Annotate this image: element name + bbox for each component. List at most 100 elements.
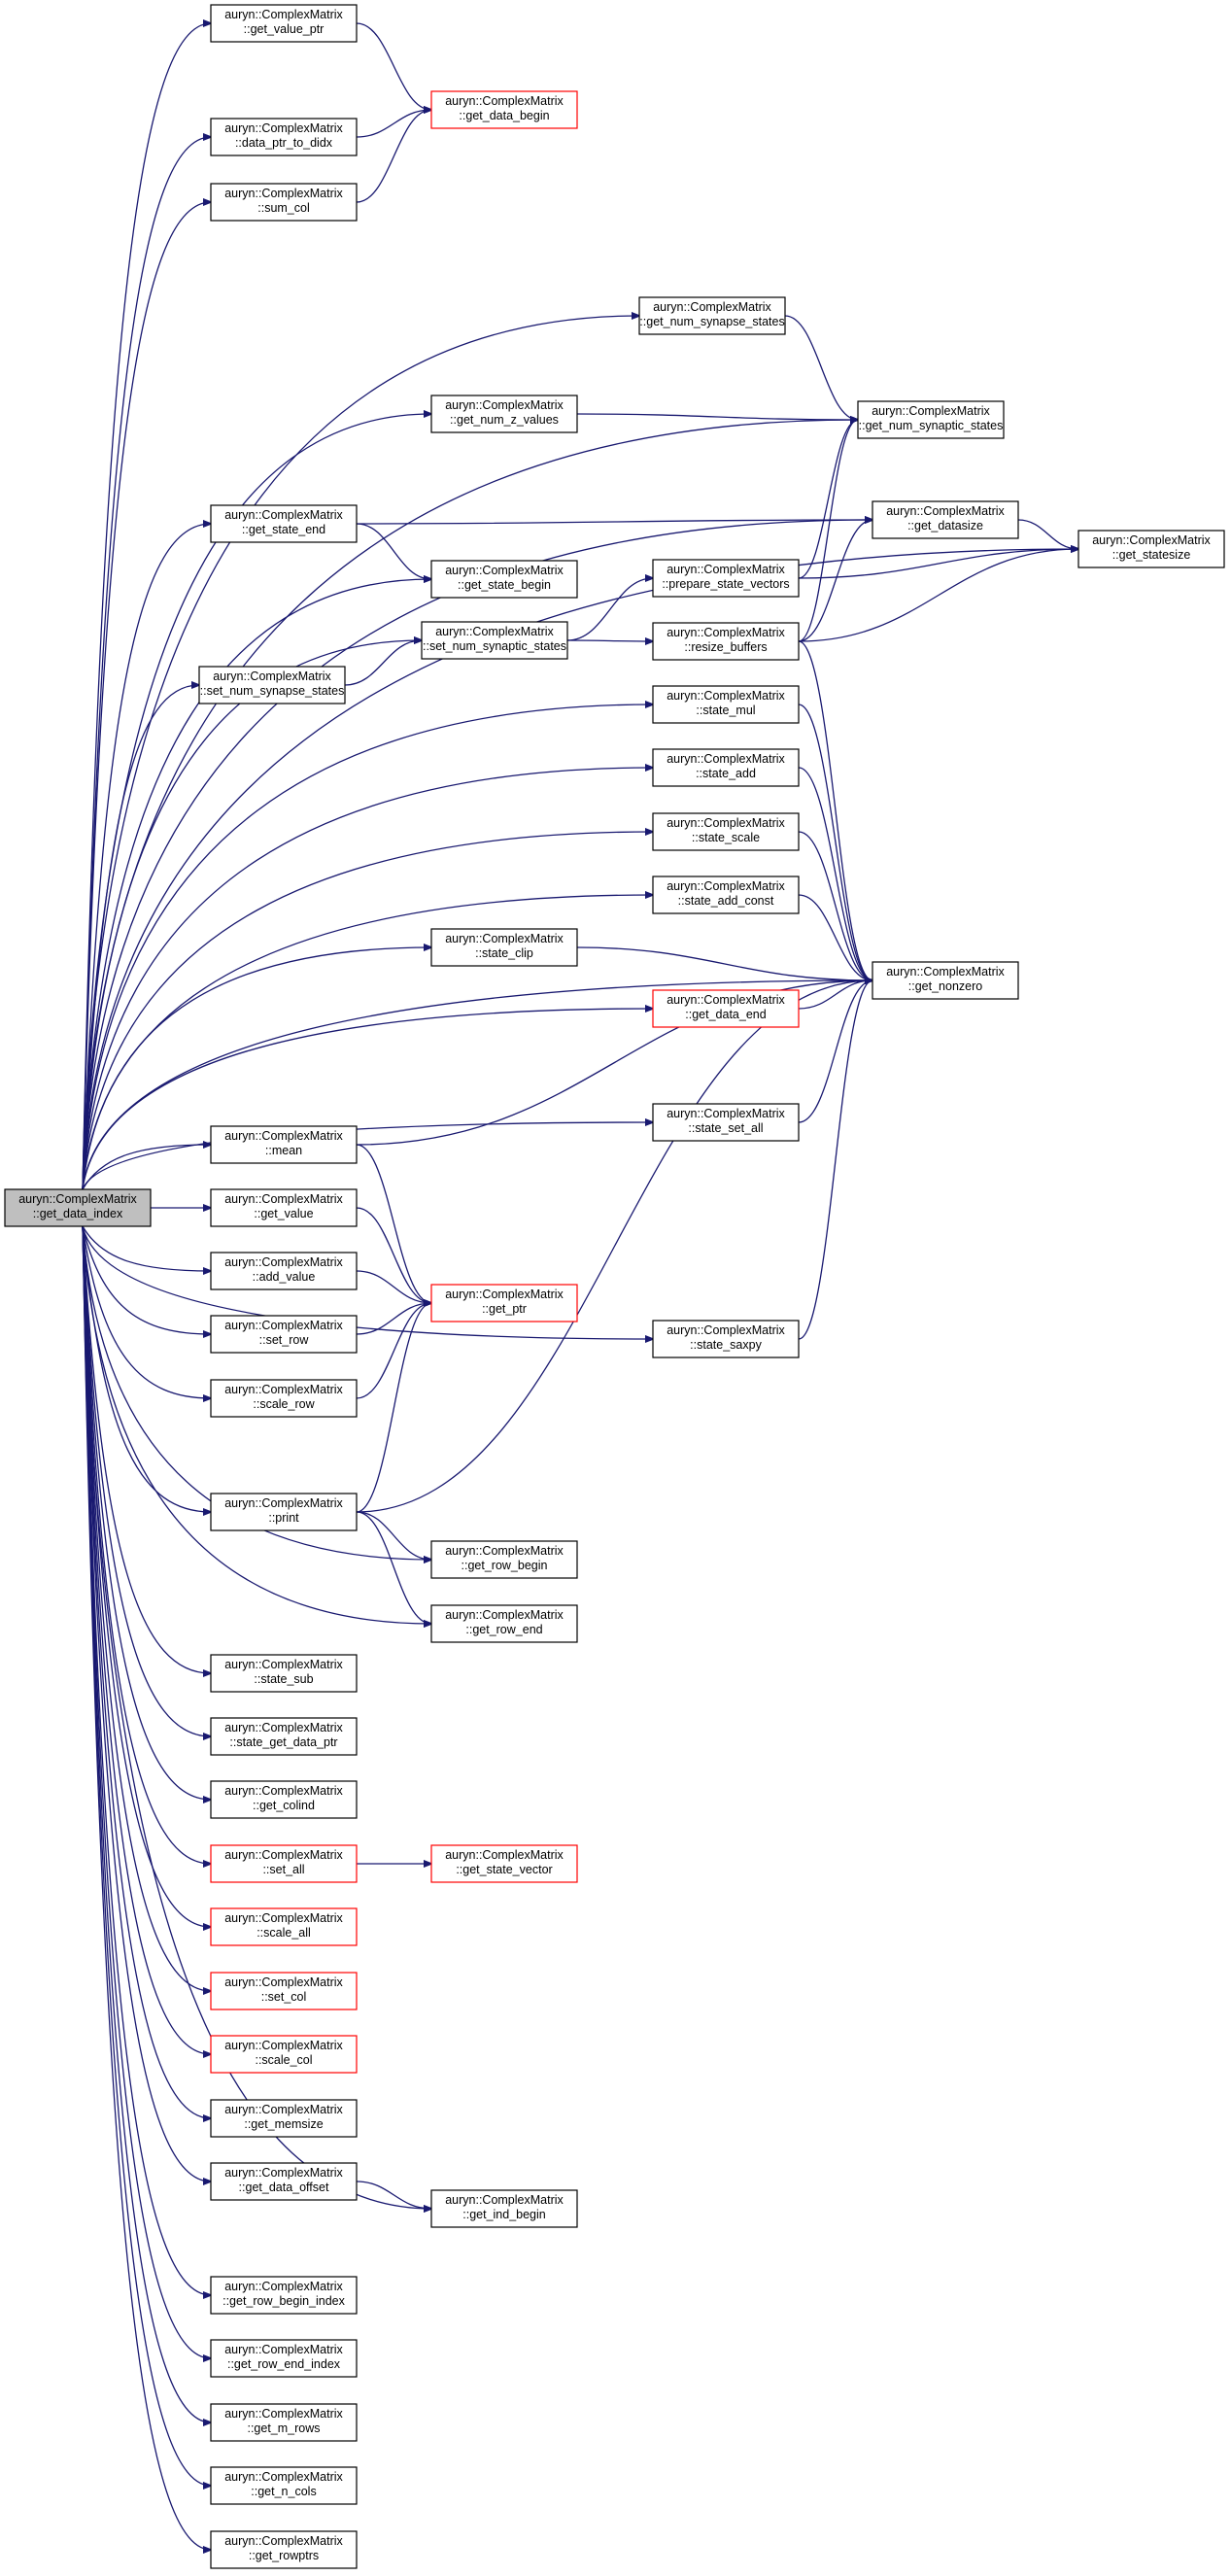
edge-get-data-index-to-set-row xyxy=(82,1225,211,1334)
node-box xyxy=(210,1125,358,1164)
node-data-ptr-to-didx[interactable]: auryn::ComplexMatrix::data_ptr_to_didx xyxy=(210,118,358,156)
node-resize-buffers[interactable]: auryn::ComplexMatrix::resize_buffers xyxy=(652,622,800,661)
node-add-value[interactable]: auryn::ComplexMatrix::add_value xyxy=(210,1252,358,1290)
node-get-row-end[interactable]: auryn::ComplexMatrix::get_row_end xyxy=(430,1604,578,1643)
node-get-data-end[interactable]: auryn::ComplexMatrix::get_data_end xyxy=(652,989,800,1028)
node-method-label: ::get_ind_begin xyxy=(462,2208,546,2221)
node-get-row-begin-index[interactable]: auryn::ComplexMatrix::get_row_begin_inde… xyxy=(210,2276,358,2315)
node-get-value[interactable]: auryn::ComplexMatrix::get_value xyxy=(210,1188,358,1227)
node-get-datasize[interactable]: auryn::ComplexMatrix::get_datasize xyxy=(872,500,1019,539)
node-namespace-label: auryn::ComplexMatrix xyxy=(872,404,990,418)
edge-data-ptr-to-didx-to-get-data-begin xyxy=(356,110,431,138)
node-get-memsize[interactable]: auryn::ComplexMatrix::get_memsize xyxy=(210,2099,358,2138)
node-namespace-label: auryn::ComplexMatrix xyxy=(445,1848,564,1862)
edge-get-data-index-to-get-row-end xyxy=(82,1225,431,1624)
node-method-label: ::get_state_end xyxy=(242,523,325,536)
node-state-sub[interactable]: auryn::ComplexMatrix::state_sub xyxy=(210,1654,358,1693)
node-box xyxy=(210,2099,358,2138)
node-namespace-label: auryn::ComplexMatrix xyxy=(18,1192,137,1206)
node-state-clip[interactable]: auryn::ComplexMatrix::state_clip xyxy=(430,928,578,967)
node-box xyxy=(210,1907,358,1946)
node-get-data-begin[interactable]: auryn::ComplexMatrix::get_data_begin xyxy=(430,90,578,129)
node-get-data-index[interactable]: auryn::ComplexMatrix::get_data_index xyxy=(4,1188,152,1227)
node-scale-col[interactable]: auryn::ComplexMatrix::scale_col xyxy=(210,2035,358,2074)
edge-get-data-index-to-get-datasize xyxy=(82,520,872,1190)
node-get-n-cols[interactable]: auryn::ComplexMatrix::get_n_cols xyxy=(210,2466,358,2505)
node-method-label: ::get_memsize xyxy=(244,2117,323,2131)
node-box xyxy=(210,1315,358,1354)
node-print[interactable]: auryn::ComplexMatrix::print xyxy=(210,1493,358,1531)
edge-get-datasize-to-get-statesize xyxy=(1017,519,1078,549)
node-state-add[interactable]: auryn::ComplexMatrix::state_add xyxy=(652,748,800,787)
node-get-ptr[interactable]: auryn::ComplexMatrix::get_ptr xyxy=(430,1284,578,1322)
node-mean[interactable]: auryn::ComplexMatrix::mean xyxy=(210,1125,358,1164)
node-set-num-synapse-states[interactable]: auryn::ComplexMatrix::set_num_synapse_st… xyxy=(198,666,346,704)
edge-resize-buffers-to-get-num-synaptic-states xyxy=(798,420,858,642)
node-box xyxy=(430,1540,578,1579)
node-state-saxpy[interactable]: auryn::ComplexMatrix::state_saxpy xyxy=(652,1320,800,1358)
node-box xyxy=(210,2276,358,2315)
node-state-add-const[interactable]: auryn::ComplexMatrix::state_add_const xyxy=(652,876,800,914)
node-method-label: ::state_set_all xyxy=(688,1121,763,1135)
node-namespace-label: auryn::ComplexMatrix xyxy=(1092,533,1211,547)
node-get-row-end-index[interactable]: auryn::ComplexMatrix::get_row_end_index xyxy=(210,2339,358,2378)
node-state-set-all[interactable]: auryn::ComplexMatrix::state_set_all xyxy=(652,1103,800,1142)
node-method-label: ::get_datasize xyxy=(907,519,983,532)
node-get-rowptrs[interactable]: auryn::ComplexMatrix::get_rowptrs xyxy=(210,2530,358,2569)
edge-get-data-index-to-get-data-offset xyxy=(82,1225,211,2181)
node-get-state-vector[interactable]: auryn::ComplexMatrix::get_state_vector xyxy=(430,1844,578,1883)
node-method-label: ::state_sub xyxy=(254,1672,313,1686)
node-get-nonzero[interactable]: auryn::ComplexMatrix::get_nonzero xyxy=(872,961,1019,1000)
node-get-ind-begin[interactable]: auryn::ComplexMatrix::get_ind_begin xyxy=(430,2189,578,2228)
node-get-data-offset[interactable]: auryn::ComplexMatrix::get_data_offset xyxy=(210,2162,358,2201)
node-get-num-synaptic-states[interactable]: auryn::ComplexMatrix::get_num_synaptic_s… xyxy=(857,400,1005,439)
node-box xyxy=(210,183,358,222)
node-state-get-data-ptr[interactable]: auryn::ComplexMatrix::state_get_data_ptr xyxy=(210,1717,358,1756)
node-method-label: ::scale_col xyxy=(255,2053,312,2067)
node-box xyxy=(430,1844,578,1883)
node-box xyxy=(652,748,800,787)
node-get-state-end[interactable]: auryn::ComplexMatrix::get_state_end xyxy=(210,504,358,543)
node-scale-row[interactable]: auryn::ComplexMatrix::scale_row xyxy=(210,1379,358,1418)
node-get-num-synapse-states[interactable]: auryn::ComplexMatrix::get_num_synapse_st… xyxy=(638,296,786,335)
node-box xyxy=(430,2189,578,2228)
edge-get-data-index-to-state-mul xyxy=(82,704,653,1190)
node-method-label: ::state_saxpy xyxy=(690,1338,762,1352)
node-box xyxy=(210,1972,358,2010)
edge-get-data-index-to-scale-all xyxy=(82,1225,211,1927)
node-namespace-label: auryn::ComplexMatrix xyxy=(667,993,785,1007)
node-get-value-ptr[interactable]: auryn::ComplexMatrix::get_value_ptr xyxy=(210,4,358,43)
node-get-colind[interactable]: auryn::ComplexMatrix::get_colind xyxy=(210,1780,358,1819)
node-get-state-begin[interactable]: auryn::ComplexMatrix::get_state_begin xyxy=(430,560,578,599)
node-namespace-label: auryn::ComplexMatrix xyxy=(445,2193,564,2207)
node-prepare-state-vectors[interactable]: auryn::ComplexMatrix::prepare_state_vect… xyxy=(652,559,800,598)
edge-get-value-to-get-ptr xyxy=(356,1207,431,1303)
node-set-num-synaptic-states[interactable]: auryn::ComplexMatrix::set_num_synaptic_s… xyxy=(421,621,568,660)
node-method-label: ::get_row_begin xyxy=(462,1559,548,1572)
edge-get-data-index-to-add-value xyxy=(82,1225,211,1271)
node-get-statesize[interactable]: auryn::ComplexMatrix::get_statesize xyxy=(1077,530,1225,568)
edge-get-data-index-to-set-col xyxy=(82,1225,211,1991)
node-scale-all[interactable]: auryn::ComplexMatrix::scale_all xyxy=(210,1907,358,1946)
node-state-scale[interactable]: auryn::ComplexMatrix::state_scale xyxy=(652,812,800,851)
node-get-num-z-values[interactable]: auryn::ComplexMatrix::get_num_z_values xyxy=(430,395,578,433)
edge-get-data-index-to-state-add xyxy=(82,768,653,1190)
edge-print-to-get-row-end xyxy=(356,1511,431,1624)
node-set-col[interactable]: auryn::ComplexMatrix::set_col xyxy=(210,1972,358,2010)
node-state-mul[interactable]: auryn::ComplexMatrix::state_mul xyxy=(652,685,800,724)
node-method-label: ::get_row_end xyxy=(465,1623,542,1636)
node-get-m-rows[interactable]: auryn::ComplexMatrix::get_m_rows xyxy=(210,2403,358,2442)
node-set-all[interactable]: auryn::ComplexMatrix::set_all xyxy=(210,1844,358,1883)
node-namespace-label: auryn::ComplexMatrix xyxy=(224,2039,343,2052)
node-set-row[interactable]: auryn::ComplexMatrix::set_row xyxy=(210,1315,358,1354)
node-sum-col[interactable]: auryn::ComplexMatrix::sum_col xyxy=(210,183,358,222)
node-namespace-label: auryn::ComplexMatrix xyxy=(224,1911,343,1925)
node-method-label: ::get_rowptrs xyxy=(249,2549,319,2562)
node-method-label: ::get_state_vector xyxy=(456,1863,552,1876)
node-method-label: ::get_num_synaptic_states xyxy=(859,419,1004,432)
node-box xyxy=(652,876,800,914)
node-method-label: ::get_num_z_values xyxy=(450,413,559,427)
edge-get-data-index-to-state-sub xyxy=(82,1225,211,1673)
edge-state-add-const-to-get-nonzero xyxy=(798,894,872,980)
node-get-row-begin[interactable]: auryn::ComplexMatrix::get_row_begin xyxy=(430,1540,578,1579)
